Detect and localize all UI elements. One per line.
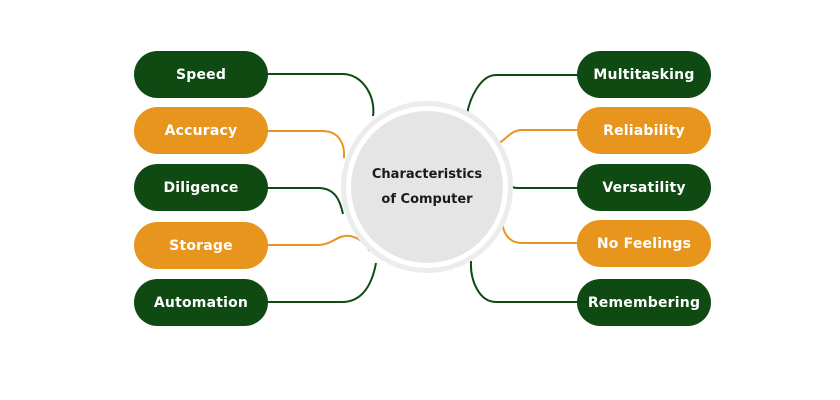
node-diligence: Diligence (134, 164, 268, 211)
connector-no-feelings (501, 217, 578, 244)
connector-storage (267, 234, 371, 252)
connector-multitasking (466, 74, 578, 115)
node-remembering: Remembering (577, 279, 711, 326)
center-title-line1: Characteristics (371, 167, 483, 182)
node-versatility: Versatility (577, 164, 711, 211)
center-title-line2: of Computer (381, 192, 473, 207)
center-node: Characteristics of Computer (351, 111, 503, 263)
connector-accuracy (267, 130, 346, 159)
node-automation: Automation (134, 279, 268, 326)
connector-automation (267, 262, 377, 303)
connector-remembering (469, 260, 578, 303)
node-speed: Speed (134, 51, 268, 98)
node-storage: Storage (134, 222, 268, 269)
node-multitasking: Multitasking (577, 51, 711, 98)
node-accuracy: Accuracy (134, 107, 268, 154)
connector-diligence (267, 187, 344, 215)
node-reliability: Reliability (577, 107, 711, 154)
connector-speed (267, 73, 375, 117)
node-no-feelings: No Feelings (577, 220, 711, 267)
